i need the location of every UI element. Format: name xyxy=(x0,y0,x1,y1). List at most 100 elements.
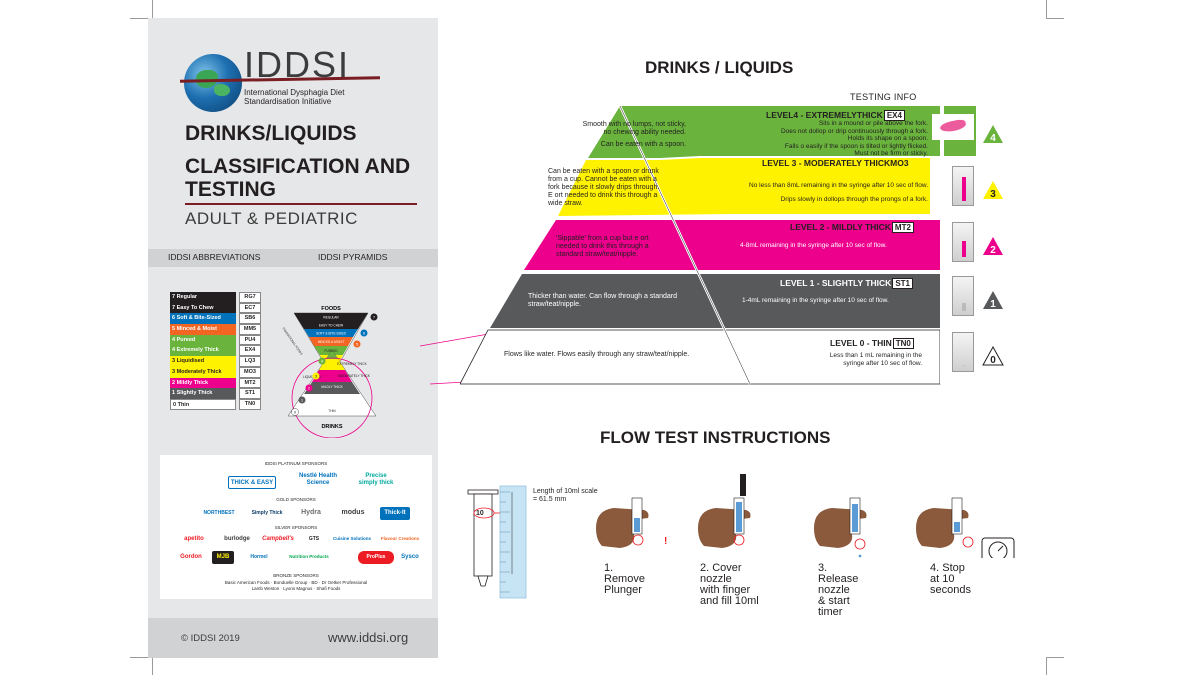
syringe-flange xyxy=(467,489,499,495)
step-line: & start xyxy=(818,595,850,607)
abbreviation-code: MT2 xyxy=(239,377,261,389)
level-3-triangle-icon: 3 xyxy=(983,181,1003,200)
website-link[interactable]: www.iddsi.org xyxy=(328,630,409,645)
drink-level-label: EXTREMELY THICK xyxy=(337,362,367,366)
sponsor-logo: modus xyxy=(341,509,365,516)
gold-sponsors-heading: GOLD SPONSORS xyxy=(276,497,316,502)
syringe-fill xyxy=(962,365,966,367)
sponsor-logo: Campbell's xyxy=(262,536,294,542)
syringe-fill xyxy=(962,241,966,257)
abbreviation-name: 5 Minced & Moist xyxy=(170,324,236,335)
food-level-label: REGULAR xyxy=(323,316,339,320)
level-0-syringe-photo xyxy=(952,332,974,372)
step-line: at 10 xyxy=(930,573,955,585)
drink-band-moderately-thick xyxy=(319,359,345,370)
step-line: seconds xyxy=(930,584,971,596)
step-line: with finger xyxy=(700,584,751,596)
test-line: Sits in a mound or pile above the fork. xyxy=(818,120,928,127)
level-1-syringe-photo xyxy=(952,276,974,316)
step-line: nozzle xyxy=(818,584,850,596)
foods-label: FOODS xyxy=(321,306,341,312)
finger-highlight xyxy=(962,536,974,548)
step-4-hand-illustration xyxy=(916,497,1015,558)
sponsor-logo: Gordon xyxy=(180,554,202,560)
abbreviation-name: 2 Mildly Thick xyxy=(170,377,236,389)
food-level-label: EASY TO CHEW xyxy=(319,324,343,328)
sponsor-logo: Hydra xyxy=(301,509,321,516)
level-0-description: Flows like water. Flows easily through a… xyxy=(504,351,690,358)
sponsor-logo: Hormel xyxy=(250,554,268,560)
desc-line: Can be eaten with a spoon. xyxy=(600,141,686,148)
pyramids-heading: IDDSI PYRAMIDS xyxy=(318,252,388,262)
level-badge: 6 xyxy=(363,331,366,336)
level-code: ST1 xyxy=(892,278,913,289)
level-2-syringe-photo xyxy=(952,222,974,262)
level-badge: 4 xyxy=(321,359,324,364)
abbreviation-code: MO3 xyxy=(239,366,261,378)
step-1-hand-illustration: ! xyxy=(596,497,667,548)
level-title-text: LEVEL 0 - THIN xyxy=(830,338,892,348)
test-line: Does not dollop or drip continuously thr… xyxy=(780,127,928,135)
sponsor-logo: Nutrition Products xyxy=(289,554,329,559)
test-line: Must not be firm or sticky. xyxy=(854,150,928,157)
bottle-nozzle-icon xyxy=(740,474,746,496)
sponsor-logo: MJB xyxy=(212,551,234,564)
syringe-icon xyxy=(631,497,643,535)
desc-line: E ort needed to drink this through a xyxy=(548,192,658,199)
desc-line: Smooth with no lumps, not sticky, xyxy=(582,121,686,128)
syringe-liquid xyxy=(954,522,960,532)
test-line: Less than 1 mL remaining in the xyxy=(829,352,922,359)
level-code: MT2 xyxy=(891,222,914,233)
scale-label-line: = 61.5 mm xyxy=(533,496,567,503)
level-4-band xyxy=(588,106,976,158)
drink-level-label: MODERATELY THICK xyxy=(338,374,371,378)
syringe-fill xyxy=(962,303,966,311)
level-4-description: Smooth with no lumps, not sticky, no che… xyxy=(552,121,686,149)
crop-mark xyxy=(152,0,153,18)
drink-level-label: THIN xyxy=(328,409,336,413)
food-level-label: MINCED & MOIST xyxy=(318,340,345,344)
abbreviation-code: PU4 xyxy=(239,334,261,346)
step-line: Release xyxy=(818,573,859,585)
level-number: 2 xyxy=(990,245,996,256)
test-line: syringe after 10 sec of flow. xyxy=(843,360,922,367)
abbreviation-code: LQ3 xyxy=(239,356,261,367)
bronze-sponsors-list: Lamb Weston · Lyons Magnus · Shafi Foods xyxy=(251,586,341,591)
level-3-description: Can be eaten with a spoon or drunk from … xyxy=(548,168,694,208)
abbreviation-name: 6 Soft & Bite-Sized xyxy=(170,313,236,325)
level-badge: 5 xyxy=(356,342,359,347)
level-number-badges: 7 6 5 4 3 2 1 0 xyxy=(291,313,378,416)
level-2-triangle-icon: 2 xyxy=(983,237,1003,256)
scale-label-line: Length of 10ml scale xyxy=(533,488,598,495)
level-badge: 7 xyxy=(373,315,376,320)
food-band-soft xyxy=(304,329,358,337)
food-level-label: PUREED xyxy=(324,349,338,353)
logo-word: IDDSI xyxy=(244,44,351,85)
syringe-nozzle xyxy=(477,575,489,587)
step-line: 3. xyxy=(818,562,828,574)
drop-icon xyxy=(858,554,862,558)
level-badge: 0 xyxy=(294,410,297,415)
crop-mark xyxy=(152,657,153,675)
logo-subtitle-line: International Dysphagia Diet xyxy=(244,88,345,97)
abbreviation-name: 7 Regular xyxy=(170,292,236,303)
step-line: 2. Cover xyxy=(700,562,742,574)
iddsi-mini-pyramid: FOODS REGULAR EASY TO CHEW SOFT & BITE-S… xyxy=(281,306,378,438)
food-level-label: LIQUIDISED xyxy=(303,375,322,379)
crop-mark xyxy=(130,657,148,658)
step-1-label: 1. Remove Plunger xyxy=(604,563,645,596)
level-3-syringe-photo xyxy=(952,166,974,206)
desc-line: 'Sippable' from a cup but e ort xyxy=(556,235,649,242)
level-4-photo xyxy=(932,114,974,140)
abbreviation-name: 0 Thin xyxy=(170,398,236,410)
level-1-test: 1-4mL remaining in the syringe after 10 … xyxy=(742,297,889,304)
sponsor-logo: Sysco xyxy=(401,554,419,560)
step-3-label: 3. Release nozzle & start timer xyxy=(818,563,858,618)
syringe-scale-diagram: 10 xyxy=(467,485,527,599)
spoon-icon xyxy=(939,118,967,134)
